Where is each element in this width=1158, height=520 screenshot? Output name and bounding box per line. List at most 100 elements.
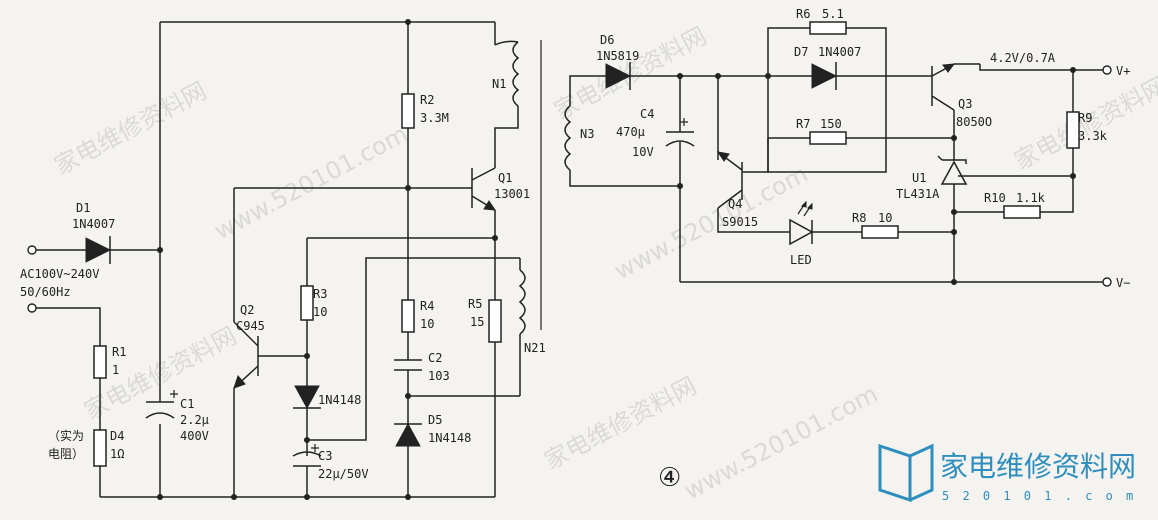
c1-value: 2.2μ [180,413,209,427]
d7-ref: D7 [794,45,808,59]
resistor-r6 [809,21,847,35]
r4-ref: R4 [420,299,434,313]
r2-value: 3.3M [420,111,449,125]
regulator-u1 [937,155,968,185]
q1-ref: Q1 [498,171,512,185]
c2-ref: C2 [428,351,442,365]
r10-value: 1.1k [1016,191,1046,205]
resistor-r1 [93,345,107,379]
d4-note: （实为 [48,428,84,443]
ac-terminal-2 [27,303,37,313]
diode-1n4148-label: 1N4148 [318,393,361,407]
r4-value: 10 [420,317,434,331]
r7-ref: R7 [796,117,810,131]
d4-value: 1Ω [110,447,124,461]
coil-n3 [564,105,572,171]
coil-n1 [512,41,520,107]
r3-ref: R3 [313,287,327,301]
q4-ref: Q4 [728,197,742,211]
d6-part: 1N5819 [596,49,639,63]
resistor-r8 [861,225,899,239]
resistor-r3 [300,285,314,321]
q2-part: C945 [236,319,265,333]
resistor-r5 [488,299,502,343]
u1-part: TL431A [896,187,940,201]
vminus-label: V− [1116,276,1130,290]
logo-url: 5 2 0 1 0 1 . c o m [942,489,1136,503]
junction-dot [157,247,163,253]
diode-d5 [394,422,422,447]
c2-value: 103 [428,369,450,383]
coil-n21 [518,269,526,335]
watermark-url-3: www.520101.com [680,380,883,506]
transistor-q3 [931,63,956,111]
d1-ref: D1 [76,201,90,215]
r6-value: 5.1 [822,7,844,21]
q3-part: 8050O [956,115,992,129]
site-logo: 家电维修资料网 5 2 0 1 0 1 . c o m [878,443,1136,503]
ac-terminal-1 [27,245,37,255]
r7-value: 150 [820,117,842,131]
vminus-terminal [1102,277,1112,287]
c3-ref: C3 [318,449,332,463]
r8-value: 10 [878,211,892,225]
diode-d7 [811,62,838,90]
resistor-r4 [401,299,415,333]
r8-ref: R8 [852,211,866,225]
led-label: LED [790,253,812,267]
r3-value: 10 [313,305,327,319]
r10-ref: R10 [984,191,1006,205]
junction-dot [677,183,683,189]
r5-value: 15 [470,315,484,329]
d7-part: 1N4007 [818,45,861,59]
transistor-q2 [233,321,307,389]
c3-value: 22μ/50V [318,467,369,481]
r5-ref: R5 [468,297,482,311]
watermark: 家电维修资料网 www.520101.com 家电维修资料网 www.52010… [50,22,1158,506]
resistor-r7 [809,131,847,145]
d4-ref: D4 [110,429,124,443]
diode-1n4148 [293,385,321,410]
capacitor-c2 [394,359,422,371]
transistor-q4 [716,151,743,209]
q1-part: 13001 [494,187,530,201]
ac-voltage-label: AC100V~240V [20,267,99,281]
q2-ref: Q2 [240,303,254,317]
c4-ref: C4 [640,107,654,121]
junction-dot [157,494,163,500]
c1-voltage: 400V [180,429,209,443]
logo-text: 家电维修资料网 [940,450,1136,483]
ac-freq-label: 50/60Hz [20,285,71,299]
d5-ref: D5 [428,413,442,427]
d6-ref: D6 [600,33,614,47]
diode-d1 [85,236,112,264]
r1-ref: R1 [112,345,126,359]
c4-voltage: 10V [632,145,654,159]
resistor-d4 [93,429,107,467]
n1-ref: N1 [492,77,506,91]
junction-dot [951,279,957,285]
q4-part: S9015 [722,215,758,229]
u1-ref: U1 [912,171,926,185]
n3-ref: N3 [580,127,594,141]
capacitor-c4 [665,118,695,147]
c4-value: 470μ [616,125,645,139]
r2-ref: R2 [420,93,434,107]
watermark-url-1: www.520101.com [210,120,413,246]
d1-part: 1N4007 [72,217,115,231]
left-circuit: D1 1N4007 AC100V~240V 50/60Hz R1 1 （实为 D… [20,19,546,500]
q3-ref: Q3 [958,97,972,111]
book-icon [878,443,912,503]
r9-value: 3.3k [1078,129,1108,143]
d5-part: 1N4148 [428,431,471,445]
watermark-text-1: 家电维修资料网 [50,77,211,181]
watermark-url-2: www.520101.com [610,160,813,286]
led [789,200,814,246]
figure-number: ④ [658,463,681,493]
d4-note2: 电阻） [48,447,84,461]
r1-value: 1 [112,363,119,377]
transistor-q1 [408,167,496,211]
right-circuit: N3 D6 1N5819 C4 470μ 10V R6 5.1 [564,7,1130,290]
capacitor-c1 [145,390,178,419]
